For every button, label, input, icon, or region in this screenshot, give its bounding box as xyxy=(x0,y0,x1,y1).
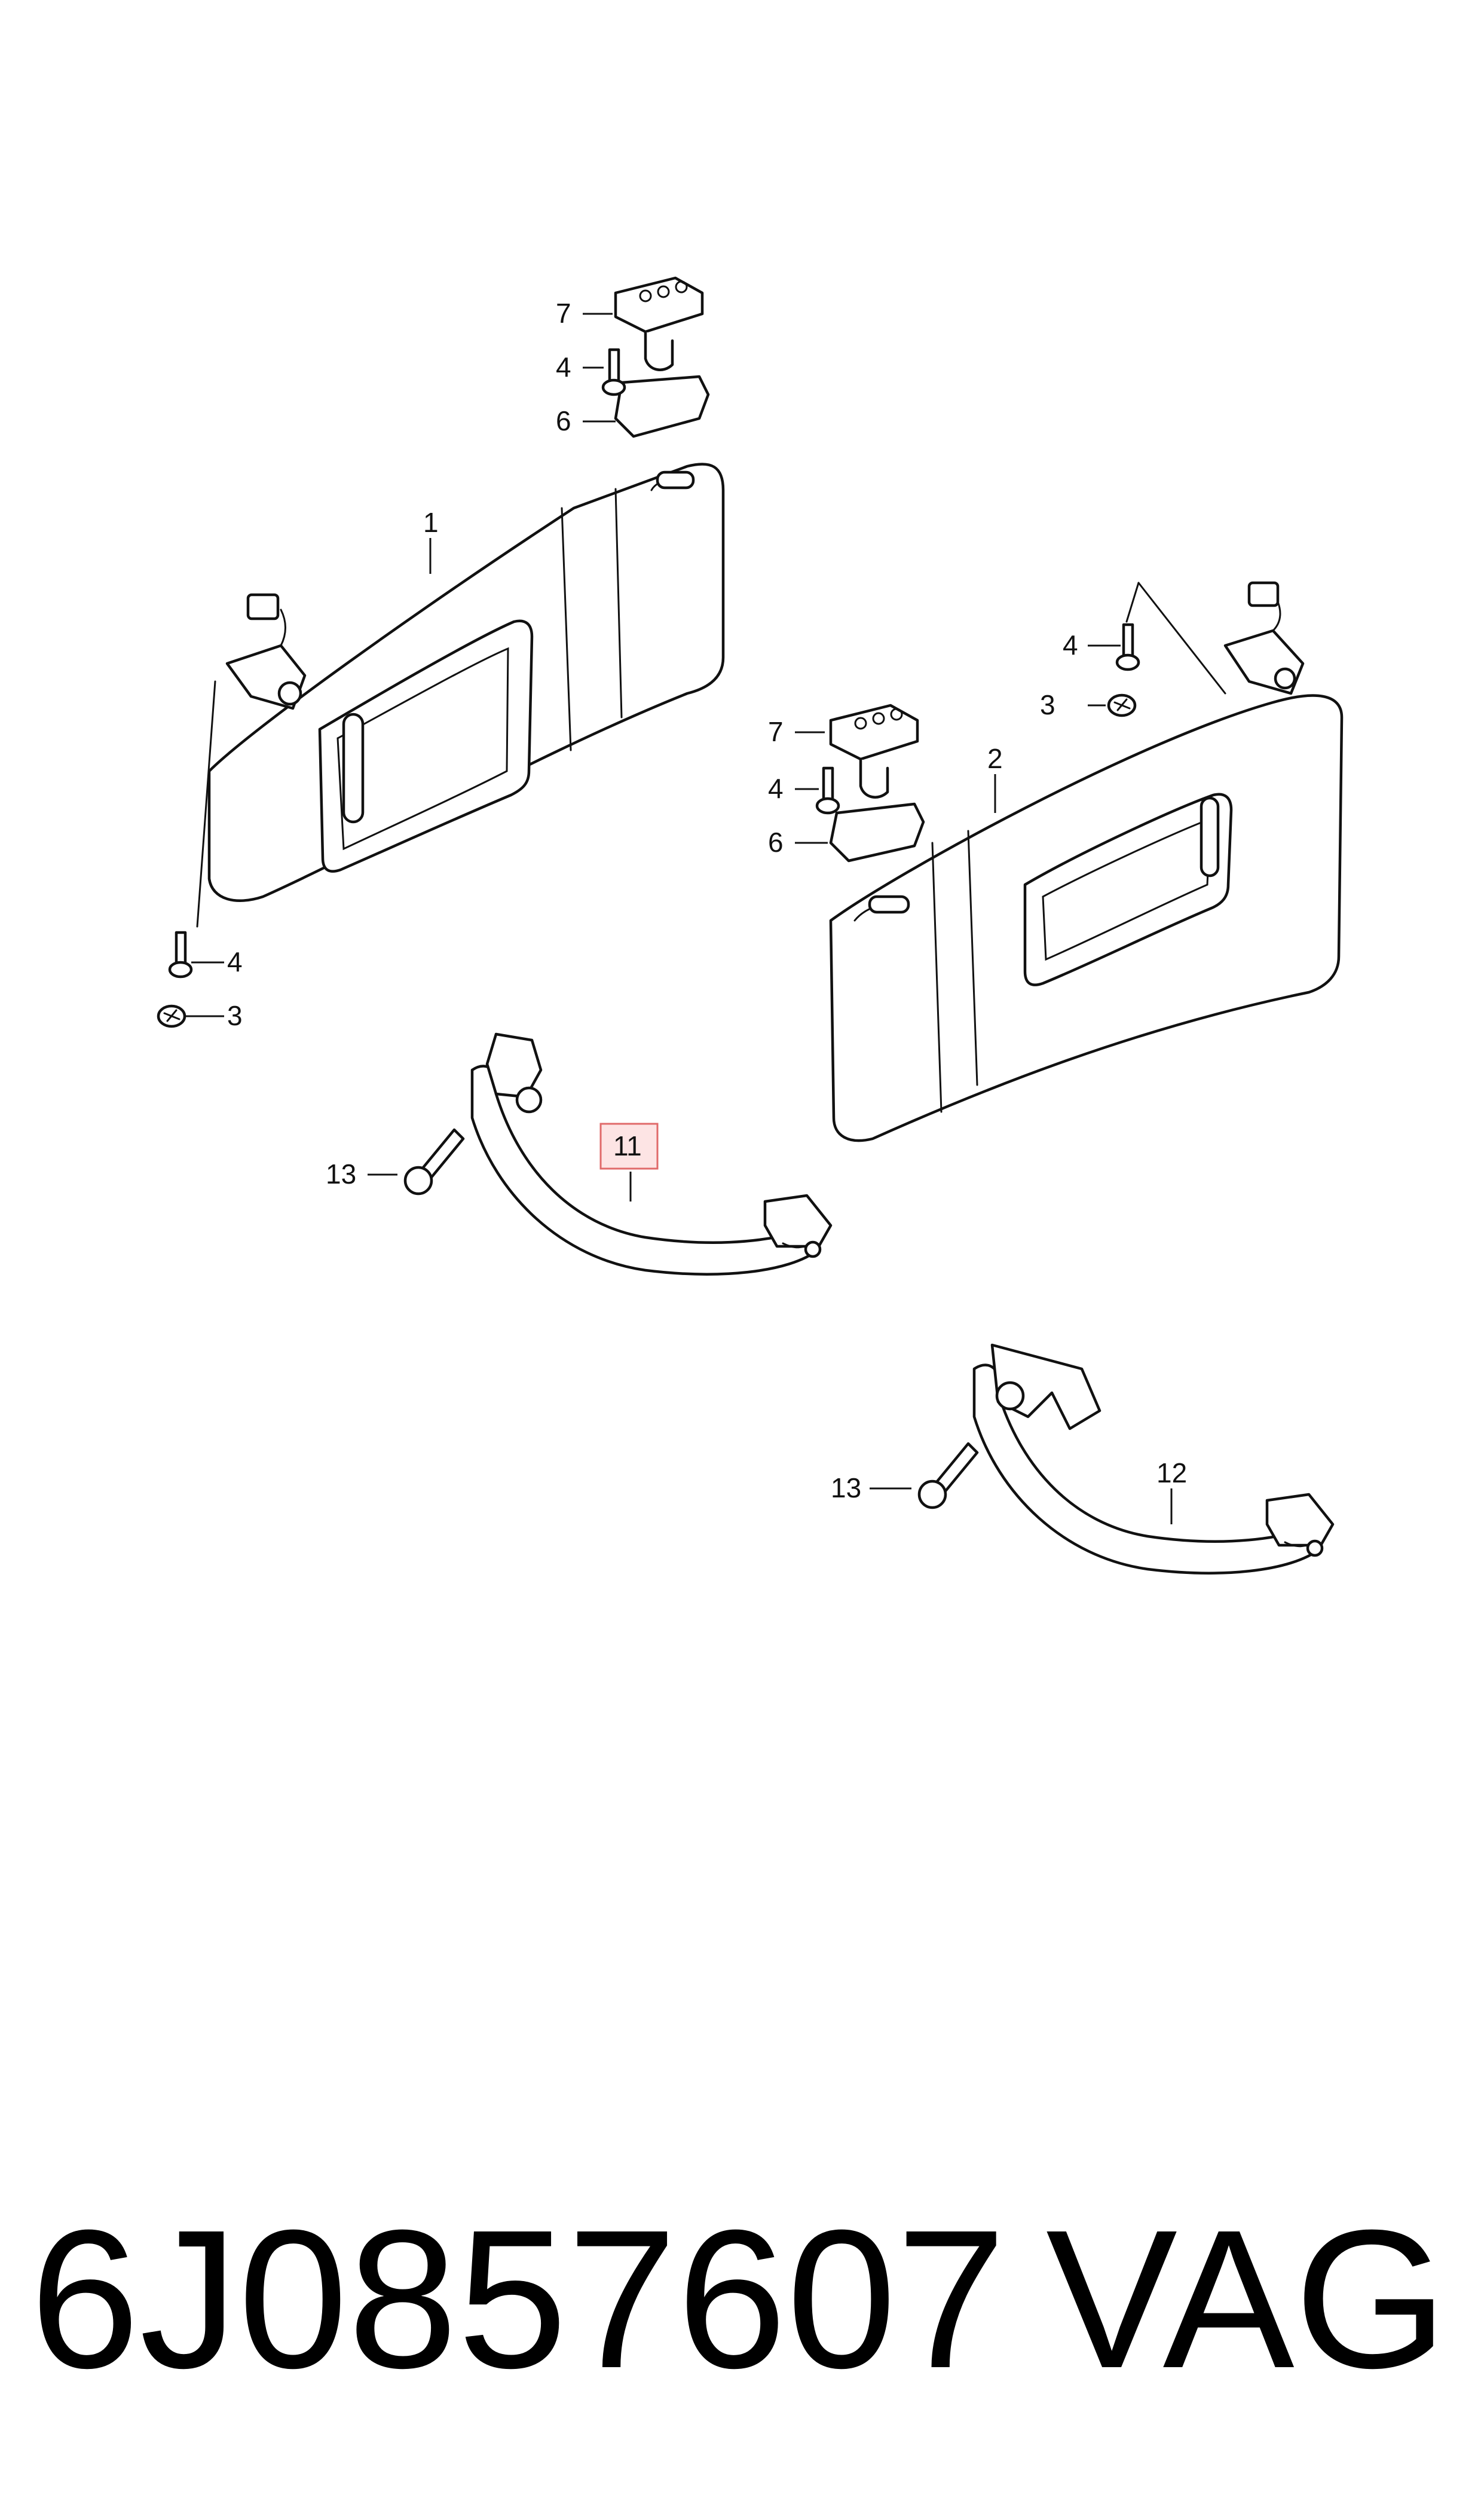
callout-12: 12 xyxy=(1156,1457,1187,1488)
callout-13: 13 xyxy=(831,1472,861,1503)
leader-lines xyxy=(185,313,1173,1524)
screw-icon xyxy=(168,931,193,979)
grab-handle-12 xyxy=(972,1343,1335,1575)
callout-3: 3 xyxy=(227,1000,243,1031)
cap-icon xyxy=(1107,693,1137,717)
callout-4: 4 xyxy=(768,773,784,804)
screw-icon xyxy=(601,348,626,396)
callout-6: 6 xyxy=(768,827,784,858)
callout-4: 4 xyxy=(1063,629,1078,661)
callout-6: 6 xyxy=(556,405,571,436)
callout-4: 4 xyxy=(227,946,243,977)
callout-7: 7 xyxy=(556,298,571,329)
visor-clip-lower xyxy=(829,704,925,863)
callout-4: 4 xyxy=(556,351,571,383)
callout-2: 2 xyxy=(987,743,1003,774)
callout-1: 1 xyxy=(423,507,439,538)
grab-handle-11 xyxy=(470,1032,833,1276)
screw-icon xyxy=(1115,623,1140,671)
brand-label: VAG xyxy=(1046,2188,1448,2409)
highlighted-callout-11[interactable]: 11 xyxy=(599,1123,659,1170)
screw-icon xyxy=(815,766,840,815)
screw-icon xyxy=(917,1442,979,1509)
screw-icon xyxy=(403,1128,465,1196)
visor-clip-upper xyxy=(614,276,710,438)
part-number: 6J0857607 xyxy=(30,2188,1006,2409)
callout-3: 3 xyxy=(1040,689,1055,720)
highlight-box xyxy=(599,1123,659,1170)
callout-11: 11 xyxy=(613,1130,642,1161)
sun-visor-left xyxy=(196,463,725,928)
callout-7: 7 xyxy=(768,716,784,747)
cap-icon xyxy=(157,1004,186,1028)
sun-visor-right xyxy=(829,581,1344,1142)
callout-13: 13 xyxy=(326,1158,356,1190)
